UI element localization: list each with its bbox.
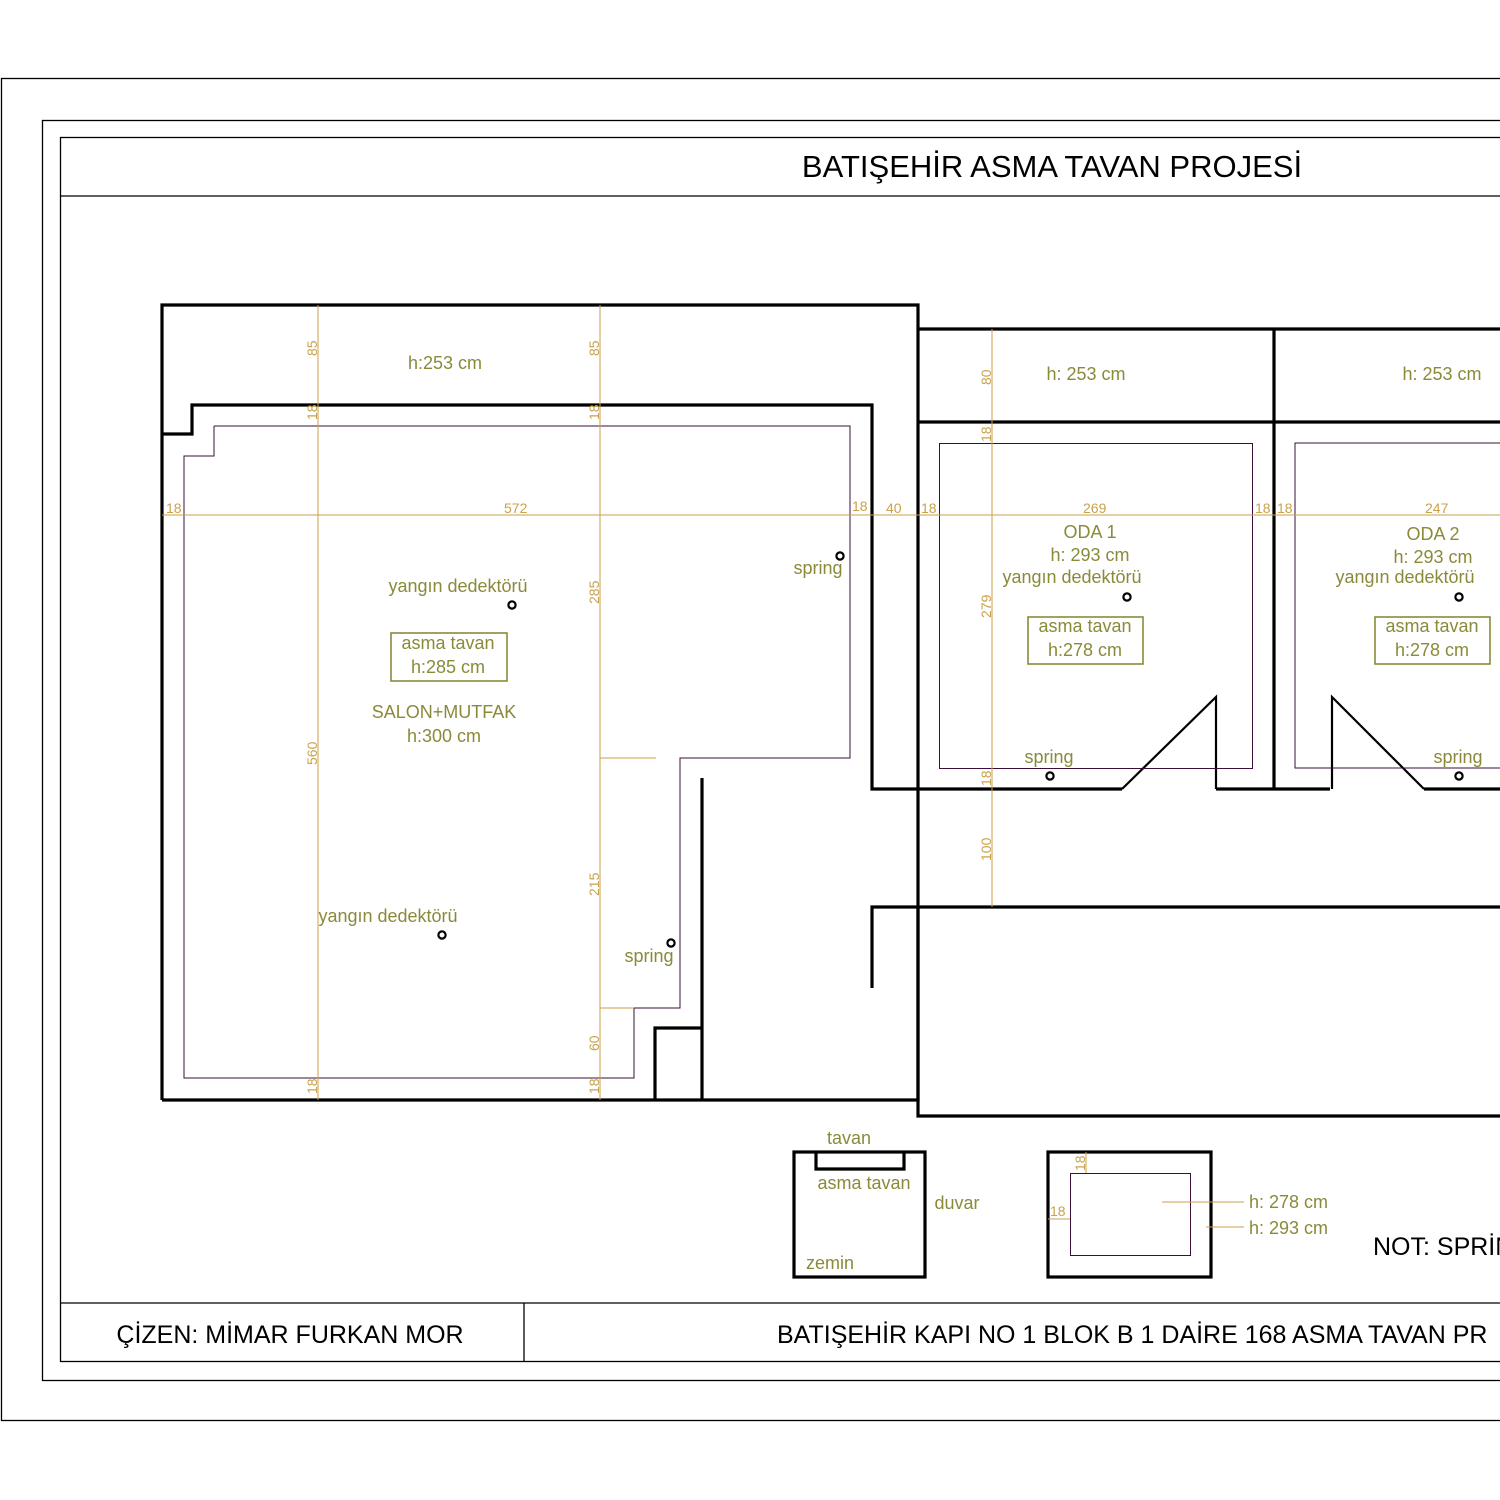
dim-18-v2: 18	[978, 770, 994, 786]
legend-duvar: duvar	[934, 1193, 979, 1213]
oda2-spring-label: spring	[1433, 747, 1482, 767]
legend-zemin: zemin	[806, 1253, 854, 1273]
dim-18-r2: 18	[921, 500, 937, 516]
salon-detector-label-2: yangın dedektörü	[318, 906, 457, 926]
dim-18-r3: 18	[1255, 500, 1271, 516]
fire-detector-icon	[1454, 592, 1464, 602]
salon-name: SALON+MUTFAK	[372, 702, 517, 722]
dim-572: 572	[504, 500, 528, 516]
sprinkler-icon	[666, 938, 676, 948]
dim-285: 285	[586, 580, 602, 604]
oda1-asma-box	[1027, 616, 1144, 665]
oda1-height: h: 293 cm	[1050, 545, 1129, 565]
dim-60: 60	[586, 1035, 602, 1051]
fire-detector-icon	[437, 930, 447, 940]
dim-18-r1: 18	[852, 498, 868, 514]
dim-18-b1: 18	[304, 1078, 320, 1094]
legend-dim-18b: 18	[1050, 1203, 1066, 1219]
oda1-box-line2: h:278 cm	[1048, 640, 1122, 660]
dimension-lines	[162, 305, 1500, 1100]
dim-18-v: 18	[978, 426, 994, 442]
oda2-asma-box	[1374, 616, 1491, 665]
salon-spring-label-2: spring	[624, 946, 673, 966]
oda2-height: h: 293 cm	[1393, 547, 1472, 567]
dim-215: 215	[586, 872, 602, 896]
fire-detector-icon	[507, 600, 517, 610]
dim-85-a: 85	[304, 340, 320, 356]
dim-85-b: 85	[586, 340, 602, 356]
salon-room: h:253 cm yangın dedektörü asma tavan h:2…	[318, 353, 845, 966]
salon-box-line1: asma tavan	[401, 633, 494, 653]
sprinkler-icon	[835, 551, 845, 561]
fire-detector-icon	[1122, 592, 1132, 602]
note-text: NOT: SPRİN	[1373, 1232, 1500, 1261]
oda2-name: ODA 2	[1406, 524, 1459, 544]
sprinkler-icon	[1454, 771, 1464, 781]
dim-18-1: 18	[304, 404, 320, 420]
salon-height: h:300 cm	[407, 726, 481, 746]
footer-project: BATIŞEHİR KAPI NO 1 BLOK B 1 DAİRE 168 A…	[777, 1320, 1487, 1349]
sheet-frame	[0, 77, 1500, 1422]
legend-section-detail: tavan asma tavan duvar zemin	[792, 1128, 980, 1279]
legend-plan-detail: 18 18 h: 278 cm h: 293 cm	[1046, 1150, 1328, 1279]
salon-asma-box	[390, 632, 508, 682]
oda1-box-line1: asma tavan	[1038, 616, 1131, 636]
legend-dim-18a: 18	[1072, 1155, 1088, 1171]
dim-80: 80	[978, 369, 994, 385]
sprinkler-icon	[1045, 771, 1055, 781]
oda1-room: h: 253 cm ODA 1 h: 293 cm yangın dedektö…	[1002, 364, 1144, 781]
dim-18-b2: 18	[586, 1078, 602, 1094]
oda2-strip-height: h: 253 cm	[1402, 364, 1481, 384]
oda2-box-line1: asma tavan	[1385, 616, 1478, 636]
salon-spring-label-1: spring	[793, 558, 842, 578]
dim-40: 40	[886, 500, 902, 516]
dim-100: 100	[978, 837, 994, 861]
walls	[160, 303, 1500, 1118]
page-title: BATIŞEHİR ASMA TAVAN PROJESİ	[802, 149, 1302, 184]
legend-h293: h: 293 cm	[1249, 1218, 1328, 1238]
oda1-detector-label: yangın dedektörü	[1002, 567, 1141, 587]
dim-560: 560	[304, 741, 320, 765]
oda2-detector-label: yangın dedektörü	[1335, 567, 1474, 587]
footer-author: ÇİZEN: MİMAR FURKAN MOR	[116, 1320, 463, 1349]
salon-box-line2: h:285 cm	[411, 657, 485, 677]
ceiling-outlines	[183, 425, 1500, 1079]
legend-h278: h: 278 cm	[1249, 1192, 1328, 1212]
legend-tavan: tavan	[827, 1128, 871, 1148]
salon-strip-height: h:253 cm	[408, 353, 482, 373]
dim-279: 279	[978, 594, 994, 618]
dim-18-left: 18	[166, 500, 182, 516]
dim-247: 247	[1425, 500, 1449, 516]
oda2-box-line2: h:278 cm	[1395, 640, 1469, 660]
dim-18-2: 18	[586, 404, 602, 420]
salon-detector-label-1: yangın dedektörü	[388, 576, 527, 596]
oda1-name: ODA 1	[1063, 522, 1116, 542]
legend-asma-tavan: asma tavan	[817, 1173, 910, 1193]
dim-269: 269	[1083, 500, 1107, 516]
oda1-spring-label: spring	[1024, 747, 1073, 767]
dimension-labels: 85 85 18 18 285 560 215 60 18 18 80 18 2…	[166, 340, 1449, 1094]
oda1-strip-height: h: 253 cm	[1046, 364, 1125, 384]
dim-18-r4: 18	[1277, 500, 1293, 516]
oda2-room: h: 253 cm ODA 2 h: 293 cm yangın dedektö…	[1335, 364, 1491, 781]
